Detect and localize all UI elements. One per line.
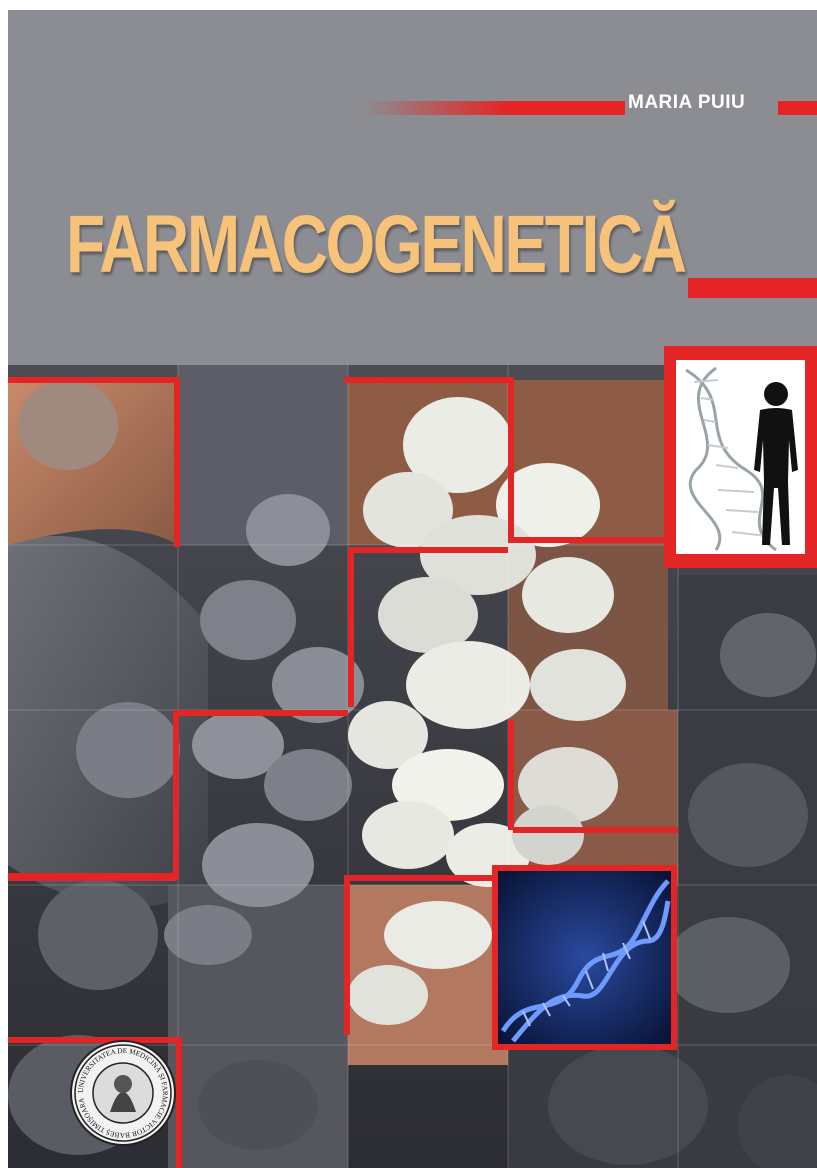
author-accent-end [778,101,817,115]
red-accent-line [173,710,179,880]
red-accent-line [344,377,514,383]
red-accent-line [508,720,514,830]
author-name: MARIA PUIU [628,92,746,113]
red-accent-line [513,827,678,833]
red-accent-line [508,537,668,543]
red-accent-line [348,547,354,707]
red-accent-line [344,875,492,881]
title-underline-bar [688,278,817,298]
red-accent-line [344,875,350,1035]
dna-helix-icon [498,871,671,1044]
seal-graphic: UNIVERSITATEA DE MEDICINĂ ȘI FARMACIE VI… [74,1044,172,1142]
red-accent-line [8,873,176,881]
red-accent-line [348,547,508,553]
red-accent-line [173,710,348,716]
red-accent-line [8,377,180,383]
red-accent-line [508,377,514,542]
book-cover: MARIA PUIU FARMACOGENETICĂ [8,10,817,1168]
book-title: FARMACOGENETICĂ [66,199,687,290]
dna-helix-icon [685,366,777,552]
red-accent-line [176,1037,182,1168]
red-accent-line [174,377,180,547]
human-silhouette-icon [754,382,798,545]
author-accent-bar [363,101,625,115]
red-accent-line [8,1037,178,1043]
university-seal-icon: UNIVERSITATEA DE MEDICINĂ ȘI FARMACIE VI… [70,1040,176,1146]
blue-dna-inset [492,865,677,1050]
dna-human-inset [664,346,817,568]
